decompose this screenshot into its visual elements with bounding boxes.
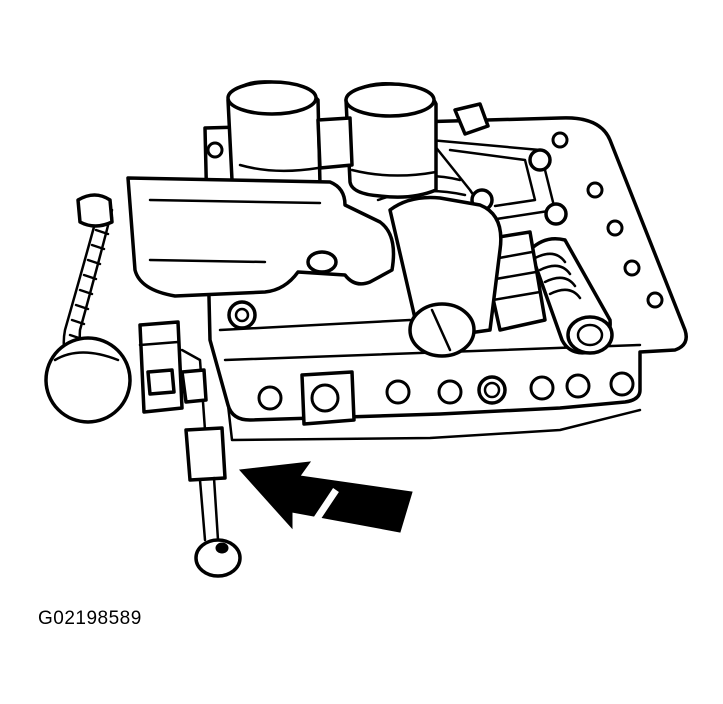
valve-body-illustration <box>44 80 688 578</box>
arrow-icon <box>238 461 413 533</box>
bolt <box>227 300 257 330</box>
figure-id-label: G02198589 <box>38 608 142 629</box>
connector-block <box>138 320 184 414</box>
round-connector <box>44 336 132 424</box>
center-cylinder <box>376 174 503 358</box>
solenoid-collar <box>316 116 354 170</box>
solenoid-right <box>344 82 438 199</box>
solenoid-left <box>226 80 322 195</box>
cover-plate <box>126 176 396 298</box>
lower-lead <box>180 348 242 578</box>
face-bracket <box>300 370 507 426</box>
